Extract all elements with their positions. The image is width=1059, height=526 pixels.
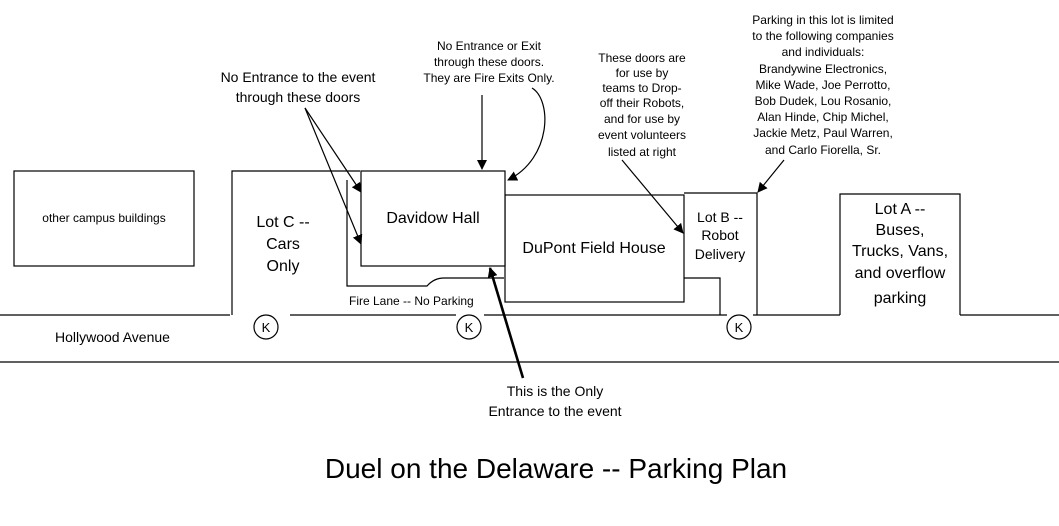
arrow-no-entrance-upper	[304, 107, 362, 193]
lot-b-label-line: Delivery	[695, 246, 746, 262]
lot-b-label: Lot B -- Robot Delivery	[695, 209, 746, 262]
note-line: Bob Dudek, Lou Rosanio,	[755, 94, 892, 108]
k-marker-label: K	[735, 320, 744, 335]
note-line: listed at right	[608, 145, 677, 159]
lot-b-label-line: Robot	[701, 227, 738, 243]
street-name-label: Hollywood Avenue	[55, 329, 170, 345]
lot-c-label: Lot C -- Cars Only	[256, 214, 309, 275]
fire-lane-label: Fire Lane -- No Parking	[349, 294, 474, 308]
note-no-entrance-event: No Entrance to the event through these d…	[221, 69, 376, 105]
k-marker: K	[456, 314, 482, 340]
lot-a-label-line: parking	[874, 290, 926, 307]
k-marker-label: K	[465, 320, 474, 335]
arrow-dropoff-doors	[621, 159, 684, 234]
note-fire-exits: No Entrance or Exit through these doors.…	[423, 39, 554, 85]
campus-buildings-box	[13, 170, 195, 267]
diagram-title: Duel on the Delaware -- Parking Plan	[325, 453, 787, 484]
note-line: They are Fire Exits Only.	[423, 71, 554, 85]
dupont-field-house-box	[504, 194, 685, 303]
note-line: This is the Only	[507, 383, 603, 399]
note-only-entrance: This is the Only Entrance to the event	[488, 383, 621, 419]
road	[0, 314, 1059, 363]
arrow-fire-exit-curved	[507, 87, 546, 181]
k-marker-label: K	[262, 320, 271, 335]
k-marker: K	[726, 314, 752, 340]
lot-a-label-line: Buses,	[876, 222, 925, 239]
davidow-hall-box	[360, 170, 506, 267]
davidow-hall-label: Davidow Hall	[386, 210, 479, 227]
note-line: Mike Wade, Joe Perrotto,	[756, 78, 891, 92]
note-line: Alan Hinde, Chip Michel,	[757, 110, 888, 124]
arrow-no-entrance-lower	[304, 107, 363, 245]
note-line: off their Robots,	[600, 96, 685, 110]
lot-a-label-line: Lot A --	[875, 201, 926, 218]
note-line: Parking in this lot is limited	[752, 13, 893, 27]
note-line: and Carlo Fiorella, Sr.	[765, 143, 881, 157]
note-line: and individuals:	[782, 45, 865, 59]
arrow-parking-limited	[757, 159, 785, 193]
note-line: Brandywine Electronics,	[759, 62, 887, 76]
arrow-only-entrance	[487, 267, 525, 379]
lot-c-label-line: Only	[267, 258, 300, 275]
lot-a-label-line: Trucks, Vans,	[852, 243, 948, 260]
note-line: teams to Drop-	[602, 81, 681, 95]
note-line: event volunteers	[598, 128, 686, 142]
lot-b-outline	[684, 192, 758, 315]
dupont-field-house-label: DuPont Field House	[522, 240, 665, 257]
lot-c-outline	[231, 170, 360, 315]
note-line: and for use by	[604, 112, 680, 126]
note-line: through these doors.	[434, 55, 544, 69]
k-marker: K	[253, 314, 279, 340]
lot-c-label-line: Cars	[266, 236, 300, 253]
note-line: No Entrance or Exit	[437, 39, 542, 53]
campus-buildings-label: other campus buildings	[42, 211, 165, 225]
note-line: Jackie Metz, Paul Warren,	[753, 126, 893, 140]
note-line: These doors are	[598, 51, 686, 65]
fire-lane-outline	[346, 180, 504, 287]
lot-c-label-line: Lot C --	[256, 214, 309, 231]
note-line: to the following companies	[752, 29, 893, 43]
note-dropoff: These doors are for use by teams to Drop…	[598, 51, 686, 159]
note-line: for use by	[616, 66, 669, 80]
note-line: through these doors	[236, 89, 361, 105]
lot-a-label-line: and overflow	[855, 265, 946, 282]
lot-b-label-line: Lot B --	[697, 209, 743, 225]
lot-a-outline	[839, 193, 961, 315]
note-parking-limited: Parking in this lot is limited to the fo…	[752, 13, 893, 157]
note-line: Entrance to the event	[488, 403, 621, 419]
note-line: No Entrance to the event	[221, 69, 376, 85]
lot-a-label: Lot A -- Buses, Trucks, Vans, and overfl…	[852, 201, 948, 307]
